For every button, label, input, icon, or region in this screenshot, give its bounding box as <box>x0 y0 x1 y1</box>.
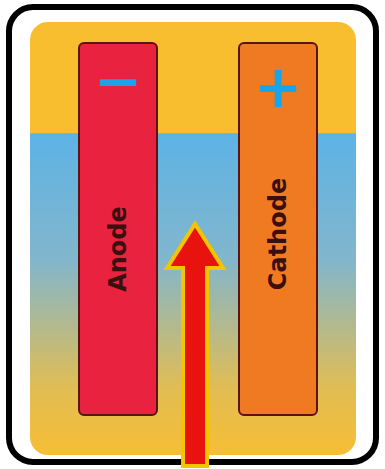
flow-arrow <box>167 224 223 466</box>
electrode-label: Cathode <box>264 178 292 290</box>
electrode-label: Anode <box>104 206 132 292</box>
polarity-sign: − <box>80 52 156 110</box>
electrode-bar: + Cathode <box>238 42 318 416</box>
electrode-bar: − Anode <box>78 42 158 416</box>
polarity-sign: + <box>240 58 316 116</box>
